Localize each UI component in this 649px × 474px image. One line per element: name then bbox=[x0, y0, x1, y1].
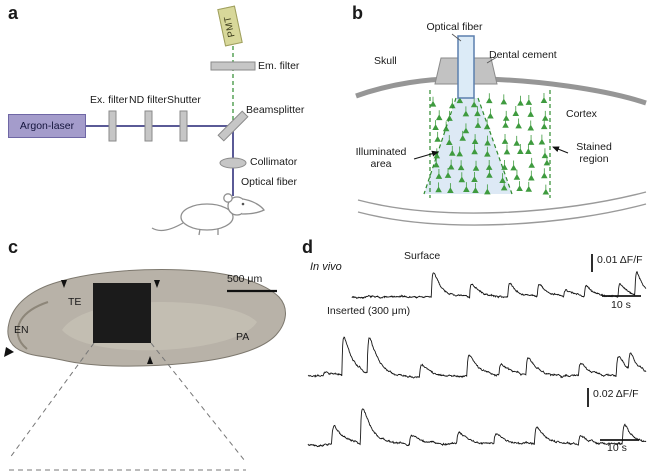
zoom-line-left bbox=[8, 342, 95, 460]
mouse-leg bbox=[198, 228, 201, 236]
cone-right-border bbox=[477, 97, 513, 195]
stained-region-arrow bbox=[552, 146, 569, 154]
nd-filter-bar bbox=[144, 110, 153, 142]
illuminated-area-arrow bbox=[413, 150, 439, 160]
mouse-ear bbox=[223, 193, 233, 203]
arrow-top-left bbox=[61, 280, 67, 288]
region-te-label: TE bbox=[68, 296, 82, 308]
panel-a-letter: a bbox=[8, 3, 19, 23]
shutter-bar bbox=[179, 110, 188, 142]
bleached-square bbox=[93, 283, 151, 343]
panel-a-diagram bbox=[86, 46, 265, 236]
in-vivo-label: In vivo bbox=[310, 261, 342, 273]
scale-bar-label: 500 μm bbox=[227, 273, 263, 285]
pmt-label: PMT bbox=[222, 14, 238, 38]
collimator-lens bbox=[219, 157, 247, 169]
cone-left-border bbox=[423, 97, 457, 195]
trace-surface bbox=[351, 270, 647, 299]
cortex-bottom-curve bbox=[357, 191, 647, 214]
panel-b-diagram bbox=[355, 33, 647, 226]
illuminated-area-label: Illuminated area bbox=[355, 146, 407, 171]
dental-cement-label: Dental cement bbox=[489, 49, 557, 61]
stained-region-label: Stained region bbox=[576, 141, 612, 166]
zoom-line-right bbox=[150, 342, 246, 462]
surface-label: Surface bbox=[404, 250, 441, 262]
arrow-top-right bbox=[154, 280, 160, 288]
beamsplitter-label: Beamsplitter bbox=[246, 104, 305, 116]
mouse-body bbox=[180, 203, 234, 231]
panel-d-letter: d bbox=[302, 237, 313, 257]
argon-laser-box: Argon-laser bbox=[8, 114, 86, 138]
skull-curve-right bbox=[481, 76, 647, 106]
dental-cement-right bbox=[473, 57, 498, 85]
inserted-label: Inserted (300 μm) bbox=[327, 305, 411, 317]
mouse-snout bbox=[241, 198, 265, 215]
cortex-bottom-curve bbox=[357, 203, 647, 226]
em-filter-label: Em. filter bbox=[258, 60, 300, 72]
panel-c-slice bbox=[4, 268, 286, 471]
entorhinal-curl bbox=[16, 301, 49, 350]
beamsplitter-bar bbox=[217, 110, 249, 142]
panel-c-letter: c bbox=[8, 237, 19, 257]
optical-fiber-pointer bbox=[451, 33, 462, 42]
arrow-left bbox=[4, 347, 14, 357]
em-filter-bar bbox=[210, 61, 256, 71]
region-pa-label: PA bbox=[236, 331, 250, 343]
region-en-label: EN bbox=[14, 324, 29, 336]
optical-fiber-label-a: Optical fiber bbox=[241, 176, 298, 188]
mouse-tail bbox=[151, 222, 184, 232]
scalebar2-df-label: 0.02 ΔF/F bbox=[593, 388, 639, 400]
mouse-illustration bbox=[151, 193, 265, 236]
scalebar1-time-label: 10 s bbox=[611, 299, 631, 311]
skull-label: Skull bbox=[374, 55, 397, 67]
cortex-label: Cortex bbox=[566, 108, 597, 120]
trace-inserted-2 bbox=[307, 408, 647, 448]
dental-cement-left bbox=[434, 57, 459, 85]
ex-filter-label: Ex. filter bbox=[90, 94, 128, 106]
arrow-bottom bbox=[147, 356, 153, 364]
scalebar1-df-label: 0.01 ΔF/F bbox=[597, 254, 643, 266]
shutter-label: Shutter bbox=[167, 94, 201, 106]
nd-filter-label: ND filter bbox=[129, 94, 167, 106]
optical-fiber-shaft bbox=[457, 35, 475, 99]
scalebar2-time-label: 10 s bbox=[607, 442, 627, 454]
ex-filter-bar bbox=[108, 110, 117, 142]
illuminated-cone bbox=[424, 98, 512, 194]
dental-cement-pointer bbox=[486, 56, 498, 64]
collimator-label: Collimator bbox=[250, 156, 298, 168]
trace-inserted-1 bbox=[307, 336, 647, 379]
panel-b-letter: b bbox=[352, 3, 363, 23]
panel-d-traces bbox=[307, 254, 647, 448]
optical-fiber-label-b: Optical fiber bbox=[426, 21, 483, 33]
mouse-eye bbox=[241, 202, 245, 206]
